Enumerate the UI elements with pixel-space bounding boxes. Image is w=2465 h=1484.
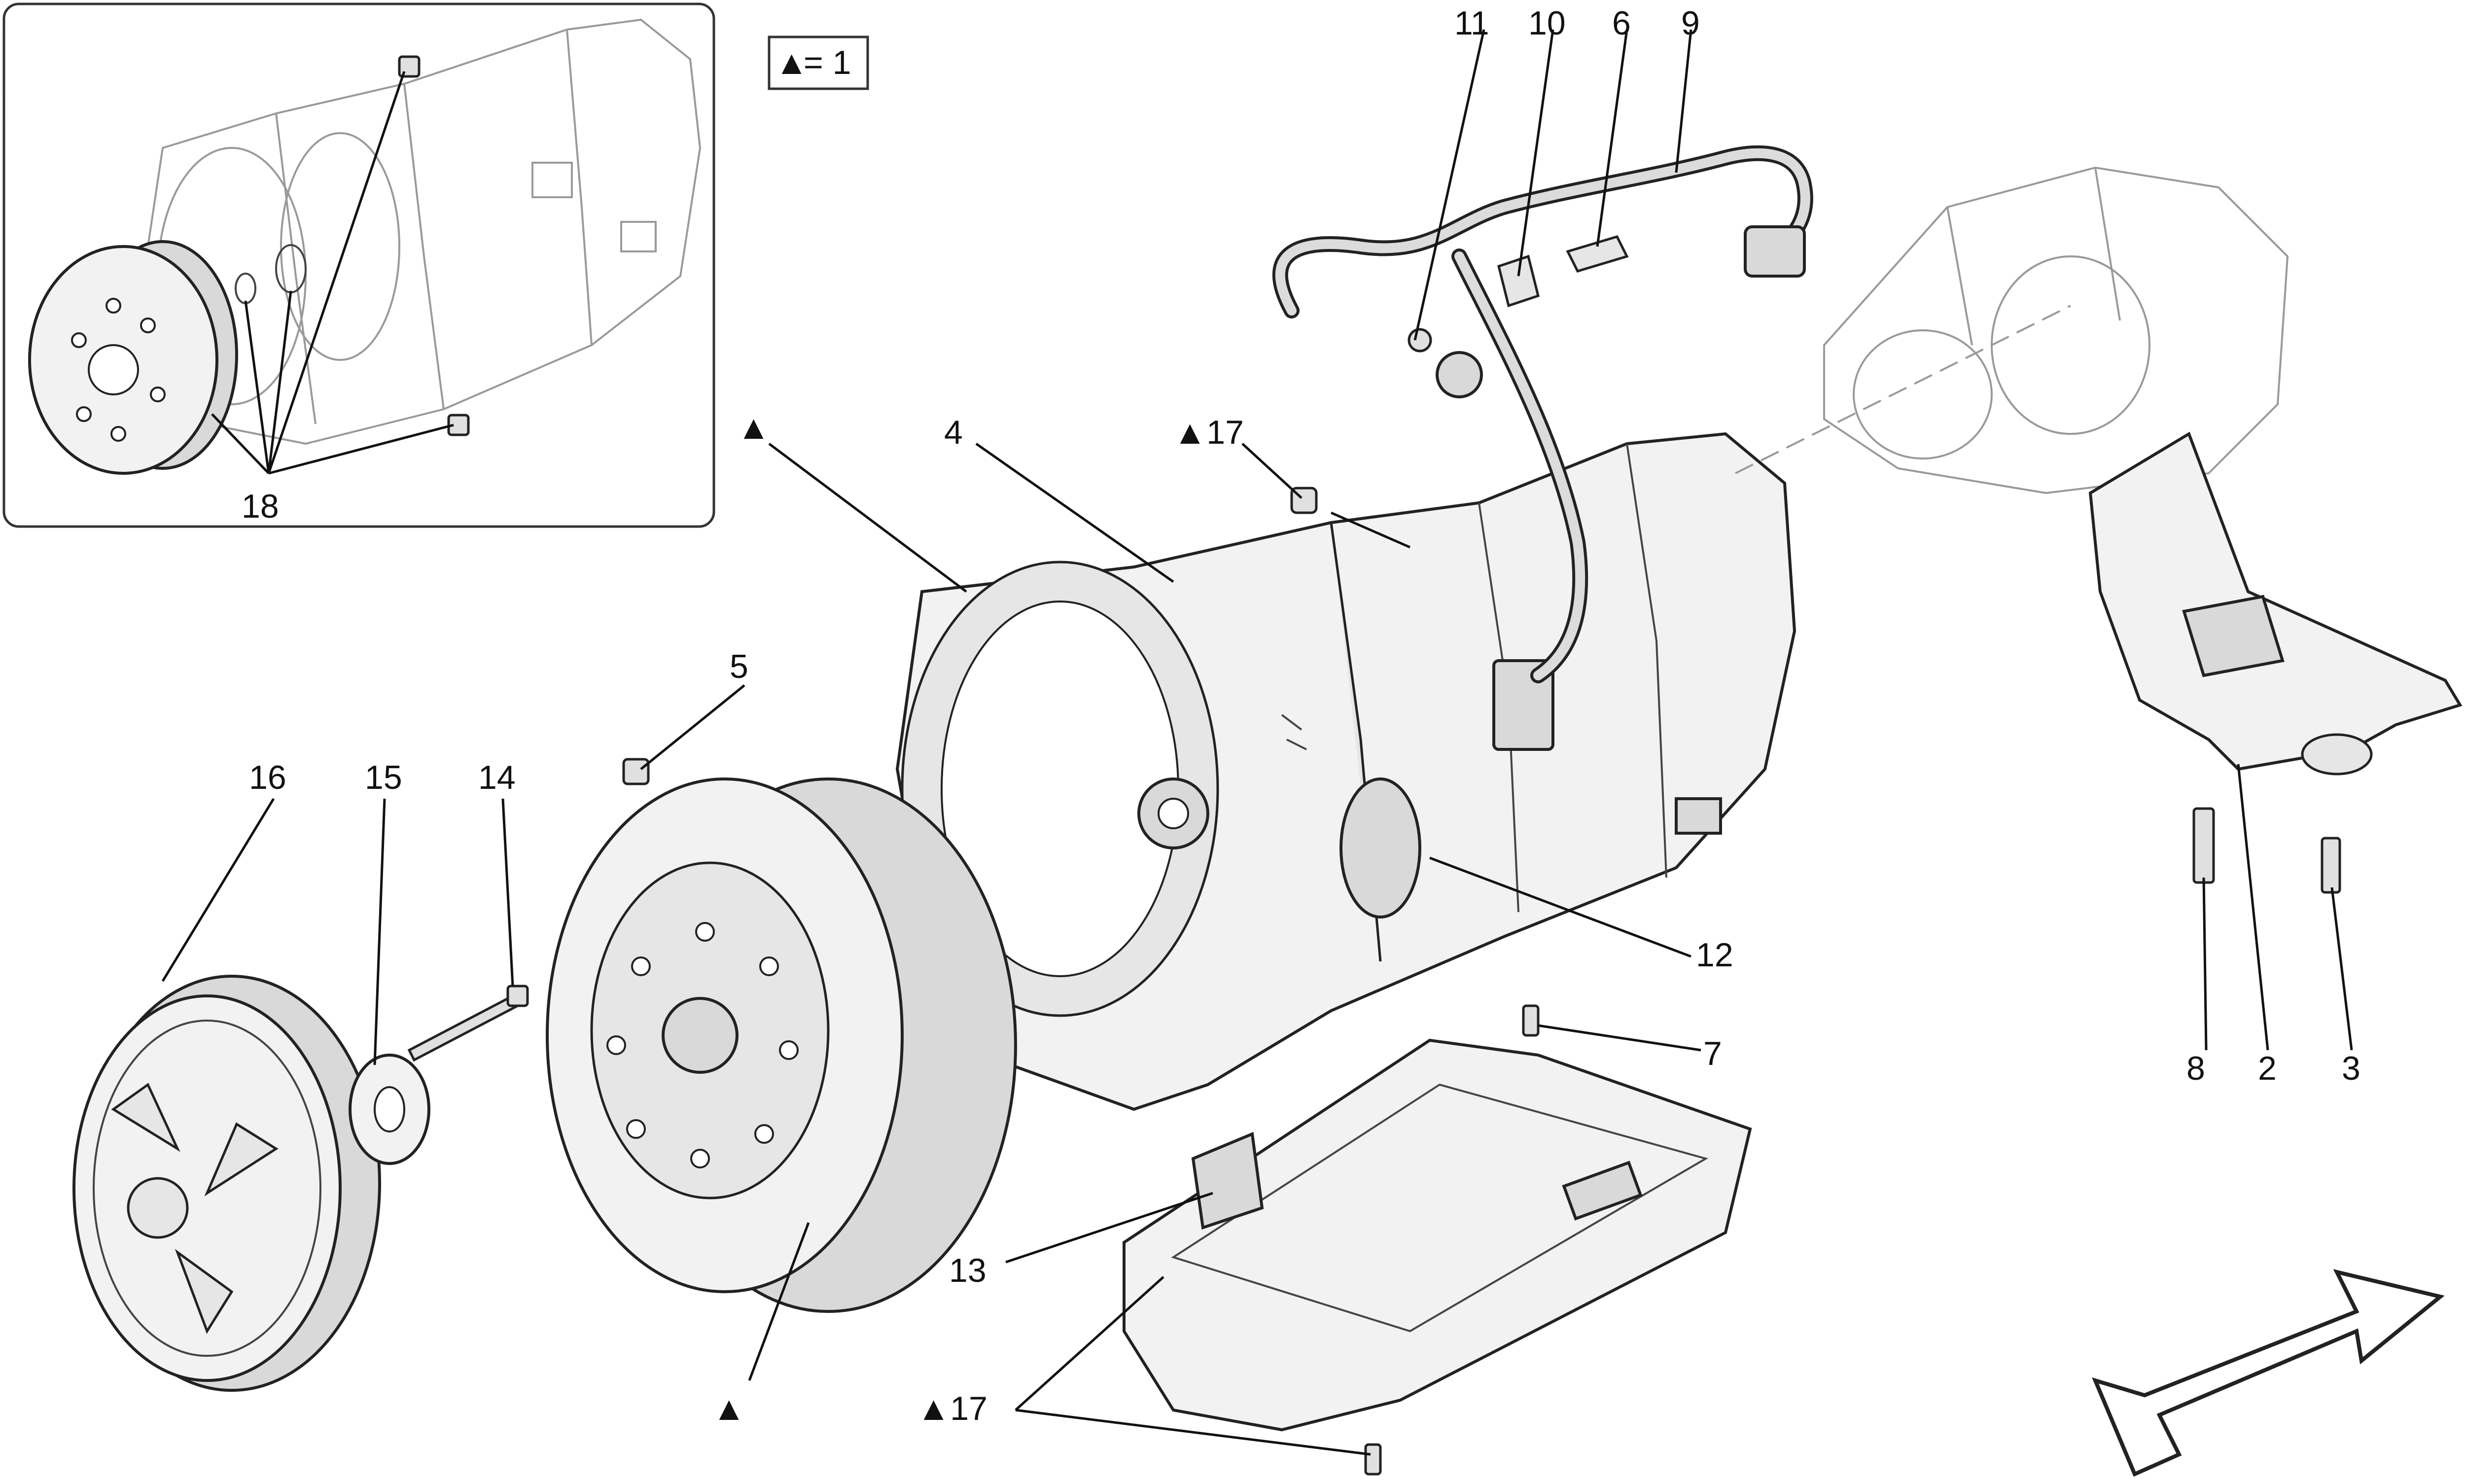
- transmission-mount: [2088, 431, 2463, 776]
- inset-bolt-bottom: [447, 414, 470, 436]
- leader-lines: [161, 29, 2353, 1456]
- legend-box: ▲ = 1: [768, 35, 869, 90]
- callout-labels: ▲ 4 ▲17 5 16 15 14 ▲ 11 10 6 9 12 7 13 ▲…: [249, 4, 2360, 1427]
- transmission-housing: [895, 432, 1796, 1111]
- label-10: 10: [1528, 4, 1566, 42]
- label-8: 8: [2186, 1050, 2205, 1087]
- label-7: 7: [1703, 1035, 1722, 1072]
- label-16: 16: [249, 759, 286, 796]
- flexplate: [72, 975, 381, 1392]
- bolt-8: [2192, 807, 2215, 884]
- label-17-bottom: ▲17: [917, 1390, 987, 1427]
- oil-pan: [1123, 1038, 1752, 1432]
- harness-clip-10: [1497, 254, 1540, 308]
- torque-converter: [546, 777, 1017, 1313]
- label-18: 18: [242, 488, 279, 525]
- spacer-15: [349, 1054, 430, 1165]
- label-11: 11: [1454, 4, 1489, 42]
- wiring-harness: [1272, 145, 1813, 683]
- inset-bolt-top: [398, 55, 421, 78]
- label-3: 3: [2342, 1050, 2360, 1087]
- bolt-3: [2321, 837, 2341, 894]
- label-4: 4: [944, 414, 963, 451]
- leader-18: [211, 71, 454, 475]
- bolt-7: [1522, 1004, 1540, 1037]
- label-9: 9: [1681, 4, 1700, 42]
- label-tri-b: ▲: [712, 1390, 745, 1427]
- label-5: 5: [730, 648, 748, 685]
- direction-arrow-icon: [2092, 1269, 2445, 1477]
- bolt-5: [622, 758, 650, 785]
- label-13: 13: [949, 1252, 986, 1289]
- legend-text: = 1: [804, 44, 851, 81]
- label-17-top: ▲17: [1173, 414, 1244, 451]
- label-6: 6: [1612, 4, 1631, 42]
- label-tri-a: ▲: [737, 409, 770, 446]
- inset-torque-converter: [28, 240, 238, 475]
- label-15: 15: [365, 759, 402, 796]
- harness-clip-6: [1566, 235, 1629, 273]
- bolt-17-pan: [1364, 1443, 1382, 1476]
- label-12: 12: [1696, 936, 1733, 974]
- label-14: 14: [478, 759, 516, 796]
- label-2: 2: [2258, 1050, 2277, 1087]
- harness-clip-11: [1408, 328, 1432, 353]
- transfer-case-ghost: [1735, 166, 2289, 495]
- bolt-14: [407, 985, 529, 1062]
- inset-panel: 18: [2, 2, 715, 528]
- legend-symbol: ▲: [775, 44, 808, 81]
